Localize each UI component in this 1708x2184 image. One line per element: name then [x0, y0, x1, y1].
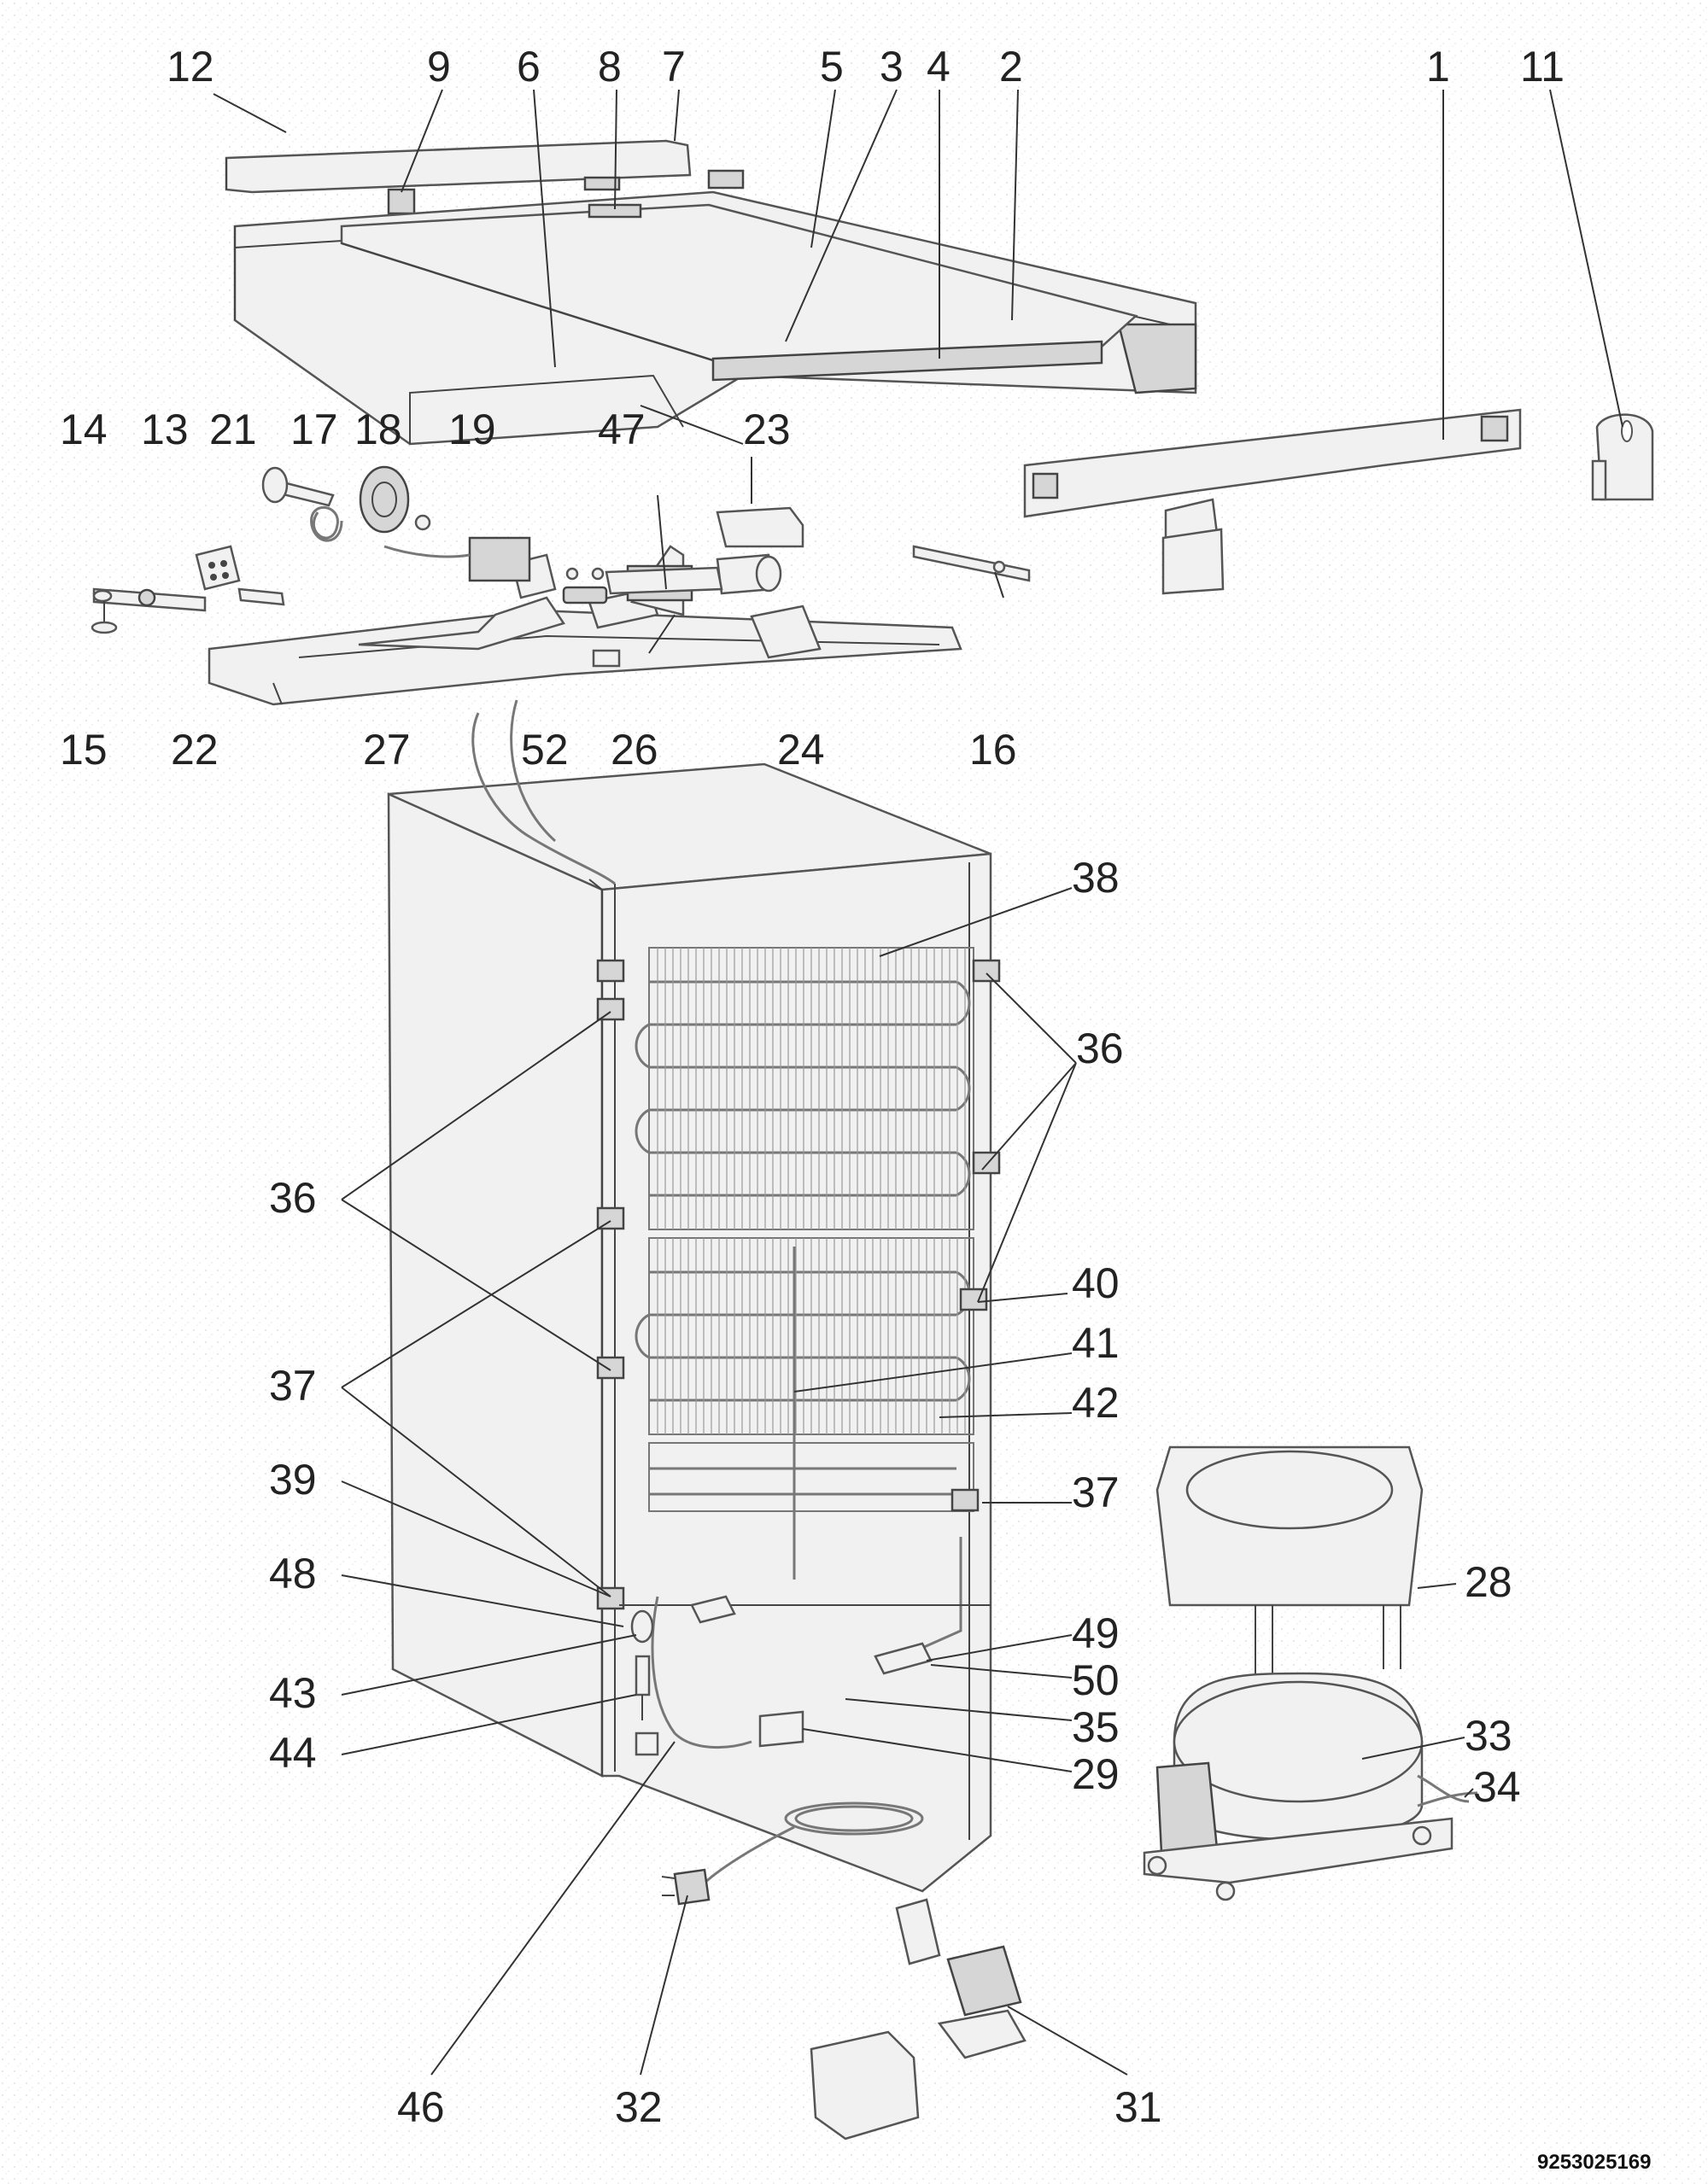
callout-26: 26: [611, 726, 658, 774]
callout-21: 21: [209, 406, 257, 453]
callout-48: 48: [269, 1550, 317, 1597]
callout-28: 28: [1465, 1558, 1512, 1606]
starter-relay-part: [810, 1898, 1027, 2140]
top-cover-assembly: [225, 139, 1197, 446]
callout-labels: 12 9 6 8 7 5 3 4 2 1 11 14 13 21 17 18 1…: [60, 43, 1651, 2174]
callout-27: 27: [363, 726, 411, 774]
callout-14: 14: [60, 406, 108, 453]
callout-18: 18: [354, 406, 402, 453]
callout-16: 16: [969, 726, 1017, 774]
callout-19: 19: [448, 406, 496, 453]
condenser-fins: [657, 948, 966, 1434]
callout-46: 46: [397, 2083, 445, 2131]
callout-33: 33: [1465, 1712, 1512, 1760]
callout-32: 32: [615, 2083, 663, 2131]
callout-24: 24: [777, 726, 825, 774]
callout-44: 44: [269, 1729, 317, 1777]
callout-5: 5: [820, 43, 844, 91]
callout-2: 2: [999, 43, 1023, 91]
callout-6: 6: [517, 43, 541, 91]
callout-22: 22: [171, 726, 219, 774]
callout-12: 12: [167, 43, 214, 91]
callout-13: 13: [141, 406, 189, 453]
document-number: 9253025169: [1537, 2151, 1651, 2174]
callout-37-left: 37: [269, 1362, 317, 1410]
callout-9: 9: [427, 43, 451, 91]
callout-35: 35: [1072, 1703, 1120, 1751]
callout-29: 29: [1072, 1750, 1120, 1798]
power-cord-part: [661, 1802, 924, 1906]
callout-36-left: 36: [269, 1174, 317, 1222]
leader-lines: [213, 89, 1623, 2076]
callout-47: 47: [598, 406, 646, 453]
callout-4: 4: [927, 43, 951, 91]
callout-11: 11: [1520, 43, 1565, 91]
callout-23: 23: [743, 406, 791, 453]
hinge-cover-part: [1591, 413, 1654, 501]
callout-15: 15: [60, 726, 108, 774]
callout-39: 39: [269, 1456, 317, 1504]
callout-37-right: 37: [1072, 1469, 1120, 1516]
callout-31: 31: [1114, 2083, 1162, 2131]
rear-rail-part: [1023, 408, 1522, 595]
callout-52: 52: [521, 726, 569, 774]
compressor-assembly: [1143, 1445, 1478, 1901]
control-assembly: [91, 465, 1031, 706]
callout-3: 3: [880, 43, 904, 91]
callout-41: 41: [1072, 1319, 1120, 1367]
callout-8: 8: [598, 43, 622, 91]
callout-40: 40: [1072, 1259, 1120, 1307]
callout-7: 7: [662, 43, 686, 91]
callout-1: 1: [1426, 43, 1450, 91]
callout-34: 34: [1473, 1763, 1521, 1811]
refrigerator-cabinet: [387, 699, 1001, 1893]
callout-50: 50: [1072, 1656, 1120, 1704]
callout-17: 17: [290, 406, 338, 453]
callout-38: 38: [1072, 854, 1120, 902]
callout-49: 49: [1072, 1609, 1120, 1657]
callout-42: 42: [1072, 1379, 1120, 1427]
callout-43: 43: [269, 1669, 317, 1717]
callout-36-right: 36: [1076, 1025, 1124, 1072]
